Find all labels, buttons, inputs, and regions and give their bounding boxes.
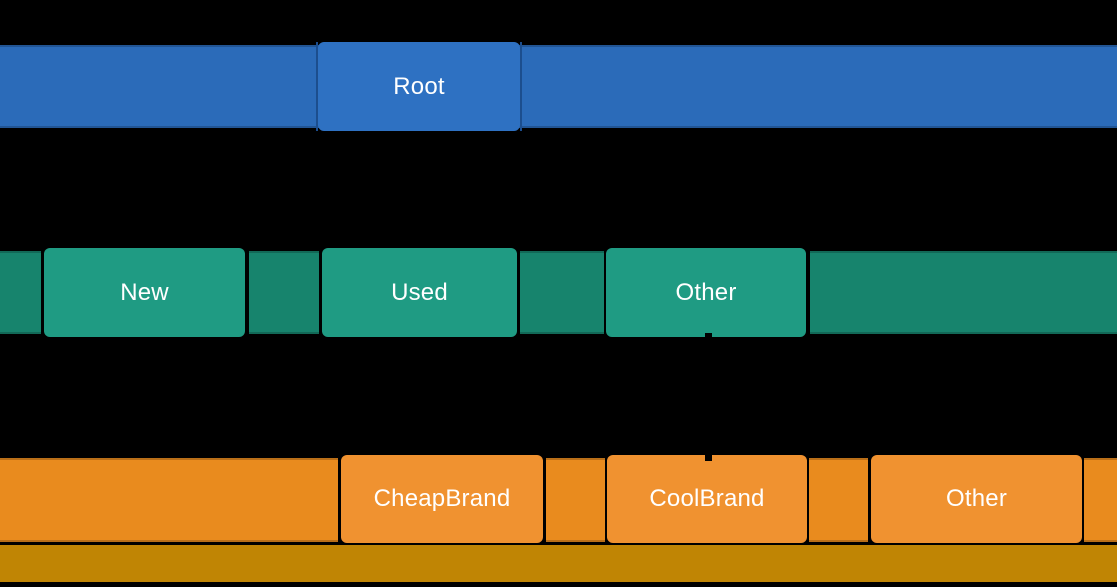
level-0-band-segment [0,45,1117,128]
node-label: Root [393,72,445,100]
node-new[interactable]: New [44,248,245,337]
level-3-band-segment [0,545,1117,582]
node-cheapbrand[interactable]: CheapBrand [341,455,543,543]
level-2-band-segment [546,458,605,542]
level-1-band-segment [249,251,319,334]
connector-notch [705,455,712,461]
level-2-band-segment [1084,458,1117,542]
connector-notch [705,333,712,338]
node-coolbrand[interactable]: CoolBrand [607,455,807,543]
node-other[interactable]: Other [871,455,1082,543]
node-label: New [120,278,169,306]
node-label: Other [675,278,737,306]
level-2-band-segment [0,458,338,542]
level-1-band-segment [810,251,1117,334]
node-used[interactable]: Used [322,248,517,337]
level-1-band-segment [0,251,41,334]
node-edge-divider [316,42,318,131]
node-other[interactable]: Other [606,248,806,337]
level-2-band-segment [809,458,868,542]
node-label: CheapBrand [373,485,511,512]
node-label: CoolBrand [649,485,765,512]
node-label: Used [391,278,448,306]
node-label: Other [945,485,1008,512]
level-1-band-segment [520,251,604,334]
node-root[interactable]: Root [318,42,520,131]
node-edge-divider [520,42,522,131]
